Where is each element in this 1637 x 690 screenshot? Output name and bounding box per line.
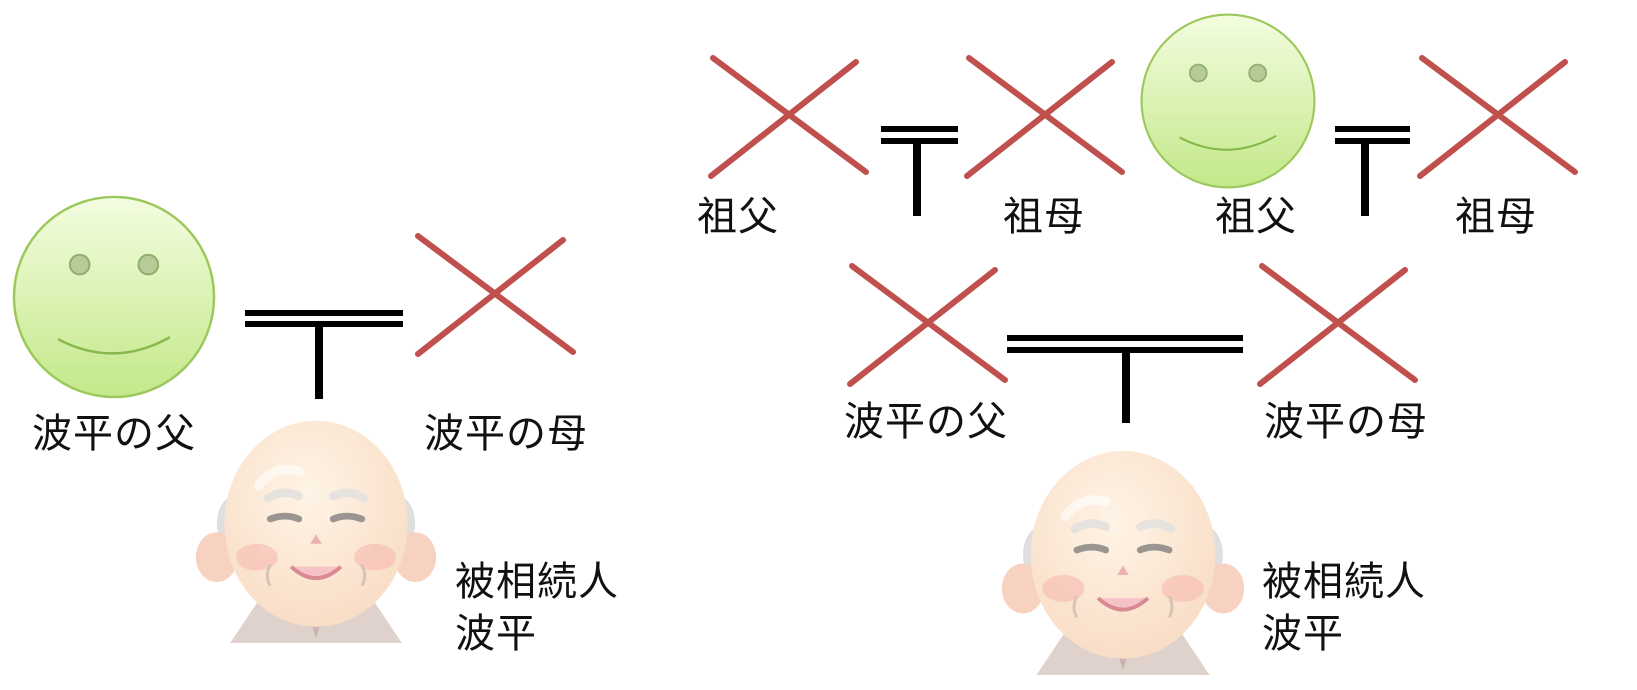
right-tree [708, 13, 1578, 675]
left-tree [12, 195, 576, 643]
cross-mark-icon [708, 55, 869, 179]
father-label: 波平の父 [32, 411, 196, 457]
cross-mark-icon [1257, 263, 1418, 387]
subject-label-line2: 波平 [1262, 611, 1344, 657]
paternal-grandmother-label: 祖母 [1003, 194, 1085, 240]
marriage-line [881, 126, 958, 216]
marriage-line [1007, 335, 1243, 423]
paternal-grandfather-label: 祖父 [697, 194, 779, 240]
cross-mark-icon [1417, 55, 1578, 179]
subject-label-line1: 被相続人 [455, 559, 619, 605]
cross-mark-icon [415, 233, 576, 357]
elderly-man-icon [196, 421, 436, 643]
elderly-man-icon [1002, 451, 1244, 675]
cross-mark-icon [964, 55, 1125, 179]
father-label: 波平の父 [844, 399, 1008, 445]
maternal-grandmother-label: 祖母 [1455, 194, 1537, 240]
cross-mark-icon [847, 263, 1008, 387]
subject-label-line1: 被相続人 [1262, 559, 1426, 605]
marriage-line [1335, 126, 1410, 216]
smiley-face-icon [12, 195, 216, 399]
mother-label: 波平の母 [1264, 399, 1428, 445]
smiley-face-icon [1140, 13, 1316, 189]
maternal-grandfather-label: 祖父 [1215, 194, 1297, 240]
marriage-line [245, 310, 403, 399]
subject-label-line2: 波平 [455, 611, 537, 657]
mother-label: 波平の母 [424, 411, 588, 457]
